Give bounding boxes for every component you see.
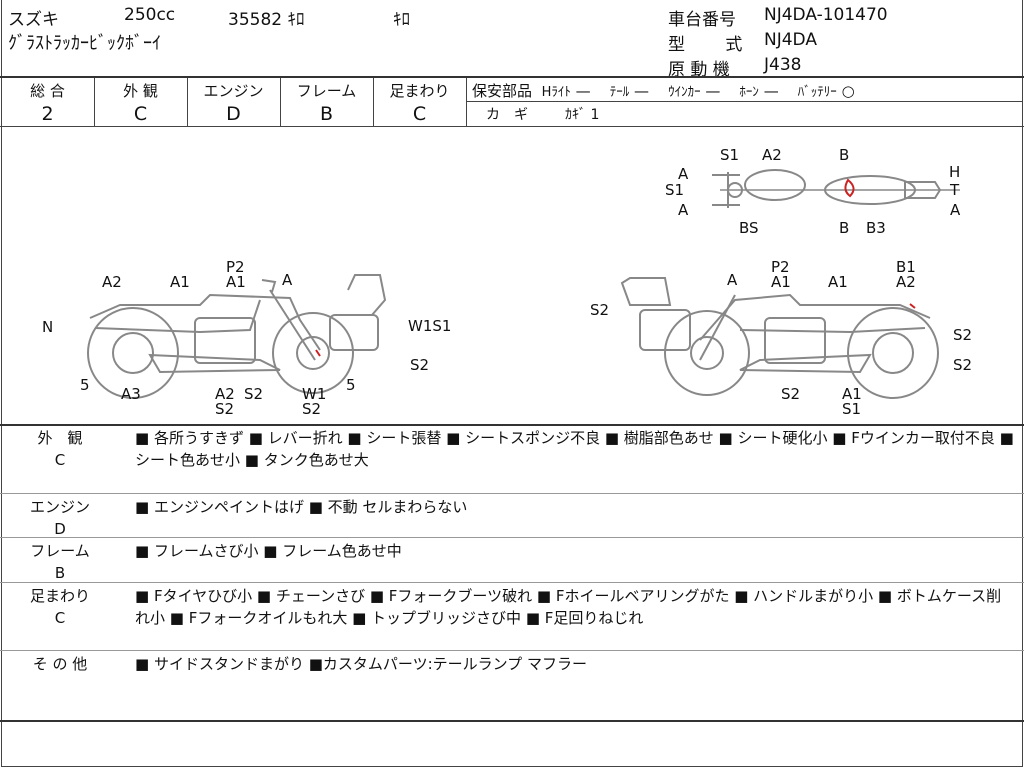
divider [0, 126, 1024, 127]
key-label: カ ギ [486, 107, 528, 123]
diagram-label: B1 [896, 258, 916, 276]
key-value: ｶｷﾞ 1 [565, 107, 600, 123]
diagram-label: A1 [226, 273, 246, 291]
type-value: NJ4DA [764, 30, 817, 50]
safety-parts: 保安部品 Hﾗｲﾄ — ﾃｰﾙ — ｳｲﾝｶｰ — ﾎｰﾝ — ﾊﾞｯﾃﾘｰ ○ [472, 82, 855, 100]
diagram-label: 5 [346, 376, 356, 394]
frame-no-label: 車台番号 [668, 10, 736, 30]
mileage: 35582 ｷﾛ [228, 10, 305, 30]
diagram-label: H [949, 163, 961, 181]
diagram-label: S1 [665, 181, 685, 199]
diagram-label: BS [739, 219, 759, 237]
diagram-label: B [839, 146, 850, 164]
diagram-label: A2 [215, 385, 235, 403]
diagram-label: S2 [590, 301, 610, 319]
detail-text-other: ■ サイドスタンドまがり ■カスタムパーツ:テールランプ マフラー [135, 655, 587, 673]
diagram-label: W1S1 [408, 317, 452, 335]
divider [0, 424, 1024, 426]
damage-mark [909, 303, 916, 309]
detail-text-suspension: ■ Fタイヤひび小 ■ チェーンさび ■ Fフォークブーツ破れ ■ Fホイールベ… [135, 587, 1002, 627]
diagram-label: S2 [302, 400, 322, 418]
detail-text-frame: ■ フレームさび小 ■ フレーム色あせ中 [135, 542, 402, 560]
diagram-label: A2 [102, 273, 122, 291]
displacement: 250cc [124, 5, 176, 25]
diagram-label: S1 [842, 400, 862, 418]
divider [0, 650, 1024, 651]
damage-mark [315, 349, 321, 357]
frame-no: NJ4DA-101470 [764, 5, 888, 25]
diagram-label: P2 [771, 258, 790, 276]
left-side-bike-drawing [87, 274, 387, 399]
diagram-label: A [950, 201, 961, 219]
diagram-label: S2 [410, 356, 430, 374]
mileage-unit: ｷﾛ [393, 10, 410, 30]
diagram-label: S1 [720, 146, 740, 164]
diagram-label: P2 [226, 258, 245, 276]
divider [0, 582, 1024, 583]
safety-divider [467, 101, 1023, 102]
diagram-label: S2 [781, 385, 801, 403]
diagram-label: A [727, 271, 738, 289]
diagram-label: S2 [953, 326, 973, 344]
detail-text-engine: ■ エンジンペイントはげ ■ 不動 セルまわらない [135, 498, 468, 516]
diagram-label: 5 [80, 376, 90, 394]
right-side-bike-drawing [620, 277, 939, 399]
diagram-label: A3 [121, 385, 141, 403]
diagram-label: A2 [762, 146, 782, 164]
diagram-label: T [950, 181, 960, 199]
engine-value: J438 [764, 55, 802, 75]
diagram-label: B [839, 219, 850, 237]
divider [0, 537, 1024, 538]
detail-text-exterior: ■ 各所うすきず ■ レバー折れ ■ シート張替 ■ シートスポンジ不良 ■ 樹… [135, 429, 1014, 469]
engine-label: 原 動 機 [668, 60, 730, 80]
diagram-label: A1 [828, 273, 848, 291]
diagram-label: A1 [771, 273, 791, 291]
diagram-label: W1 [302, 385, 327, 403]
diagram-label: A [678, 201, 689, 219]
maker: スズキ [8, 10, 59, 30]
model-name: ｸﾞﾗｽﾄﾗｯｶｰﾋﾞｯｸﾎﾞｰｲ [8, 33, 161, 54]
diagram-label: A2 [896, 273, 916, 291]
divider [0, 493, 1024, 494]
detail-label-other: そ の 他 [32, 655, 88, 673]
damage-mark [844, 178, 855, 198]
top-view-bike-drawing [712, 169, 960, 208]
divider [0, 76, 1024, 78]
diagram-label: A1 [170, 273, 190, 291]
diagram-label: A1 [842, 385, 862, 403]
divider [0, 720, 1024, 722]
diagram-label: B3 [866, 219, 886, 237]
diagram-label: N [42, 318, 54, 336]
diagram-label: S2 [244, 385, 264, 403]
type-label: 型 式 [668, 35, 743, 55]
diagram-label: A [282, 271, 293, 289]
diagram-label: S2 [953, 356, 973, 374]
diagram-label: S2 [215, 400, 235, 418]
diagram-label: A [678, 165, 689, 183]
